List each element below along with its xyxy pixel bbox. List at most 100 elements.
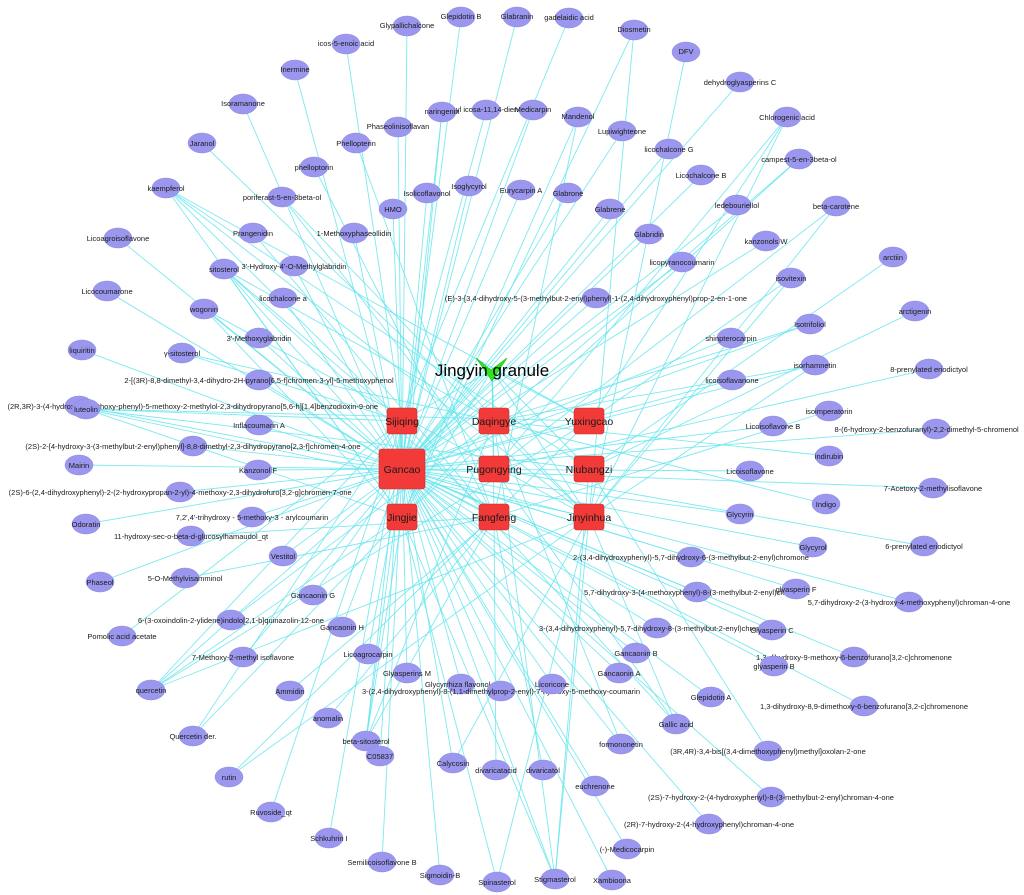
compound-node-1-3-dihydroxy-9-methoxy-6-benzofurano-3-[interactable]: 1,3-dihydroxy-9-methoxy-6-benzofurano[3,… <box>756 646 952 668</box>
compound-node-phelloptorin[interactable]: phelloptorin <box>295 156 334 178</box>
compound-node-ledebouriellol[interactable]: ledebouriellol <box>715 194 760 216</box>
compound-node-3-3-4-dihydroxyphenyl-5-7-dihydroxy-8-3-[interactable]: 3-(3,4-dihydroxyphenyl)-5,7-dihydroxy-8-… <box>539 617 775 639</box>
compound-node-licopyranocoumarin[interactable]: licopyranocoumarin <box>649 251 715 273</box>
compound-node-glabridin[interactable]: Glabridin <box>634 223 664 245</box>
compound-node-glyasperin-f[interactable]: glyasperin F <box>776 578 817 600</box>
compound-node-2s-7-hydroxy-2-4-hydroxyphenyl-8-3-methy[interactable]: (2S)-7-hydroxy-2-(4-hydroxyphenyl)-8-(3-… <box>648 786 894 808</box>
compound-node-odoratin[interactable]: Odoratin <box>72 513 101 535</box>
compound-node-jaranol[interactable]: Jaranol <box>187 132 217 154</box>
compound-node-anomalin[interactable]: anomalin <box>313 707 343 729</box>
compound-node-kaempferol[interactable]: kaempferol <box>147 177 185 199</box>
compound-node-glabrone[interactable]: Glabrone <box>553 182 584 204</box>
compound-node-6-prenylated-eriodictyol[interactable]: 6-prenylated eriodictyol <box>885 535 963 557</box>
compound-node-rutin[interactable]: rutin <box>214 766 244 788</box>
compound-node-medicocarpin[interactable]: (-)-Medicocarpin <box>600 838 655 860</box>
compound-node-7-2-4-trihydroxy-5-methoxy-3-arylcoumari[interactable]: 7,2',4'-trihydroxy - 5-methoxy-3 - arylc… <box>176 506 329 528</box>
compound-node-dehydroglyasperins-c[interactable]: dehydroglyasperins C <box>704 71 777 93</box>
compound-node-2s-6-2-4-dihydroxyphenyl-2-2-hydroxyprop[interactable]: (2S)-6-(2,4-dihydroxyphenyl)-2-(2-hydrox… <box>9 481 352 503</box>
compound-node-glyasperins-m[interactable]: Glyasperins M <box>383 662 431 684</box>
compound-node-inermine[interactable]: Inermine <box>280 59 310 81</box>
compound-node-naringenin[interactable]: naringenin <box>424 101 460 123</box>
root-node[interactable]: Jingyin granule <box>435 357 549 382</box>
compound-node-8-6-hydroxy-2-benzofuranyl-2-2-dimethyl-[interactable]: 8-(6-hydroxy-2-benzofuranyl)-2,2-dimethy… <box>834 418 1019 440</box>
compound-node-eurycarpin-a[interactable]: Eurycarpin A <box>500 179 543 201</box>
compound-node-3-2-4-dihydroxyphenyl-8-1-1-dimethylprop[interactable]: 3-(2,4-dihydroxyphenyl)-8-(1,1-dimethylp… <box>362 680 640 702</box>
compound-node-licocoumarone[interactable]: Licocoumarone <box>81 280 133 302</box>
compound-node-calycosin[interactable]: Calycosin <box>437 752 470 774</box>
compound-node-glycyrin[interactable]: Glycyrin <box>725 503 755 525</box>
compound-node-quercetin[interactable]: quercetin <box>136 679 167 701</box>
compound-node-licoagrocarpin[interactable]: Licoagrocarpin <box>343 643 393 665</box>
herb-node-jinyinhua[interactable]: Jinyinhua <box>567 503 612 531</box>
compound-node-isotrifoliol[interactable]: Isotrifoliol <box>794 313 826 335</box>
compound-node-5-7-dihydroxy-2-3-hydroxy-4-methoxypheny[interactable]: 5,7-dihydroxy-2-(3-hydroxy-4-methoxyphen… <box>808 591 1011 613</box>
compound-node-licoagroisoflavone[interactable]: Licoagroisoflavone <box>87 227 150 249</box>
compound-node-indigo[interactable]: Indigo <box>811 493 841 515</box>
compound-node-arctiin[interactable]: arctiin <box>878 246 908 268</box>
compound-node-licoisoflavone-b[interactable]: Licoisoflavone B <box>746 415 801 437</box>
compound-node-spinasterol[interactable]: Spinasterol <box>478 871 516 893</box>
compound-node-3-methoxyglabridin[interactable]: 3'-Methoxyglabridin <box>227 327 292 349</box>
compound-node-1-methoxyphaseollidin[interactable]: 1-Methoxyphaseollidin <box>317 222 392 244</box>
compound-node-glyasperin-b[interactable]: glyasperin B <box>753 655 795 677</box>
compound-node-ammidin[interactable]: Ammidin <box>275 680 305 702</box>
compound-node-sitosterol[interactable]: sitosterol <box>209 258 239 280</box>
compound-node-ruvoside-qt[interactable]: Ruvoside_qt <box>250 801 293 823</box>
compound-node-isolicoflavonol[interactable]: Isolicoflavonol <box>403 182 451 204</box>
compound-node-isorhamnetin[interactable]: isorhamnetin <box>794 354 837 376</box>
compound-node-gancaonin-b[interactable]: Gancaonin B <box>614 642 658 664</box>
compound-node-licoisoflavanone[interactable]: licoisoflavanone <box>705 369 759 391</box>
compound-node-licochalcone-a[interactable]: licochalcone a <box>259 287 308 309</box>
compound-node-c05837[interactable]: C05837 <box>365 745 395 767</box>
herb-node-jingjie[interactable]: Jingjie <box>386 503 418 531</box>
compound-node-glabranin[interactable]: Glabranin <box>501 6 534 28</box>
compound-node-3r-4r-3-4-bis-3-4-dimethoxyphenyl-methyl[interactable]: (3R,4R)-3,4-bis[(3,4-dimethoxyphenyl)met… <box>670 740 866 762</box>
compound-node-licochalcone-g[interactable]: licochalcone G <box>644 138 694 160</box>
compound-node-glepidotin-a[interactable]: Glepidotin A <box>691 686 731 708</box>
compound-node-inflacoumarin-a[interactable]: Inflacoumarin A <box>233 414 285 436</box>
compound-node-euchrenone[interactable]: euchrenone <box>575 775 615 797</box>
compound-node-vestitol[interactable]: Vestitol <box>268 545 298 567</box>
compound-node-2-3-4-dihydroxyphenyl-5-7-dihydroxy-6-3-[interactable]: 2-(3,4-dihydroxyphenyl)-5,7-dihydroxy-6-… <box>573 546 809 568</box>
compound-node-formononetin[interactable]: formononetin <box>599 733 643 755</box>
compound-node-glycyrrhiza-flavonol-a[interactable]: Glycyrrhiza flavonol A <box>425 673 497 695</box>
compound-node-wogonin[interactable]: wogonin <box>189 298 219 320</box>
compound-node-sigmoidin-b[interactable]: Sigmoidin-B <box>420 864 460 886</box>
compound-node-quercetin-der[interactable]: Quercetin der. <box>169 725 217 747</box>
compound-node-gancaonin-h[interactable]: Gancaonin H <box>320 616 364 638</box>
herb-node-niubangzi[interactable]: Niubangzi <box>566 455 613 483</box>
herb-node-yuxingcao[interactable]: Yuxingcao <box>565 407 614 435</box>
compound-node-gallic-acid[interactable]: Gallic acid <box>659 713 694 735</box>
compound-node-mairin[interactable]: Mairin <box>64 454 94 476</box>
compound-node-phellopterin[interactable]: Phellopterin <box>336 132 376 154</box>
compound-node-divaricatol[interactable]: divaricatol <box>526 759 560 781</box>
compound-node-mandenol[interactable]: Mandenol <box>562 106 595 128</box>
compound-node-indirubin[interactable]: indirubin <box>814 445 844 467</box>
compound-node-campest-5-en-3beta-ol[interactable]: campest-5-en-3beta-ol <box>761 148 837 170</box>
compound-node-beta-carotene[interactable]: beta-carotene <box>813 195 859 217</box>
herb-node-pugongying[interactable]: Pugongying <box>466 455 522 483</box>
compound-node-5-o-methylvisamminol[interactable]: 5-O-Methylvisamminol <box>148 567 223 589</box>
compound-node-e-3-3-4-dihydroxy-5-3-methylbut-2-enyl-p[interactable]: (E)-3-[3,4-dihydroxy-5-(3-methylbut-2-en… <box>445 287 747 309</box>
compound-node-gancaonin-g[interactable]: Gancaonin G <box>291 584 335 606</box>
compound-node-lupiwighteone[interactable]: Lupiwighteone <box>598 120 646 142</box>
compound-node-luteolin[interactable]: luteolin <box>71 398 101 420</box>
compound-node-7-acetoxy-2-methylisoflavone[interactable]: 7-Acetoxy-2-methylisoflavone <box>884 477 982 499</box>
compound-node-semilicoisoflavone-b[interactable]: Semilicoisoflavone B <box>347 851 417 873</box>
compound-node-phaseolinisoflavan[interactable]: Phaseolinisoflavan <box>367 116 430 138</box>
compound-node-glepidotin-b[interactable]: Glepidotin B <box>441 6 482 28</box>
compound-node-1-3-dihydroxy-8-9-dimethoxy-6-benzofuran[interactable]: 1,3-dihydroxy-8,9-dimethoxy-6-benzofuran… <box>760 695 968 717</box>
compound-node-arctigenin[interactable]: arctigenin <box>899 300 932 322</box>
compound-node-2-3r-8-8-dimethyl-3-4-dihydro-2h-pyrano-[interactable]: 2-[(3R)-8,8-dimethyl-3,4-dihydro-2H-pyra… <box>124 369 394 391</box>
compound-node-hmo[interactable]: HMO <box>378 198 408 220</box>
compound-node-7-methoxy-2-methyl-isoflavone[interactable]: 7-Methoxy-2-methyl isoflavone <box>192 646 294 668</box>
compound-node-sitosterol[interactable]: γ-sitosterol <box>164 342 201 364</box>
compound-node-glycyrol[interactable]: Glycyrol <box>798 536 828 558</box>
compound-node-medicarpin[interactable]: Medicarpin <box>515 99 552 121</box>
compound-node-stigmasterol[interactable]: Stigmasterol <box>534 868 576 890</box>
compound-node-kanzonols-w[interactable]: kanzonols W <box>745 230 789 252</box>
compound-node-isoimperatorin[interactable]: isoimperatorin <box>805 400 853 422</box>
compound-node-licoisoflavone[interactable]: Licoisoflavone <box>726 460 774 482</box>
compound-node-6-3-oxoindolin-2-ylidene-indolo-2-1-b-qu[interactable]: 6-(3-oxoindolin-2-ylidene)indolo[2,1-b]q… <box>138 609 324 631</box>
compound-node-licochalcone-b[interactable]: Licochalcone B <box>676 164 727 186</box>
